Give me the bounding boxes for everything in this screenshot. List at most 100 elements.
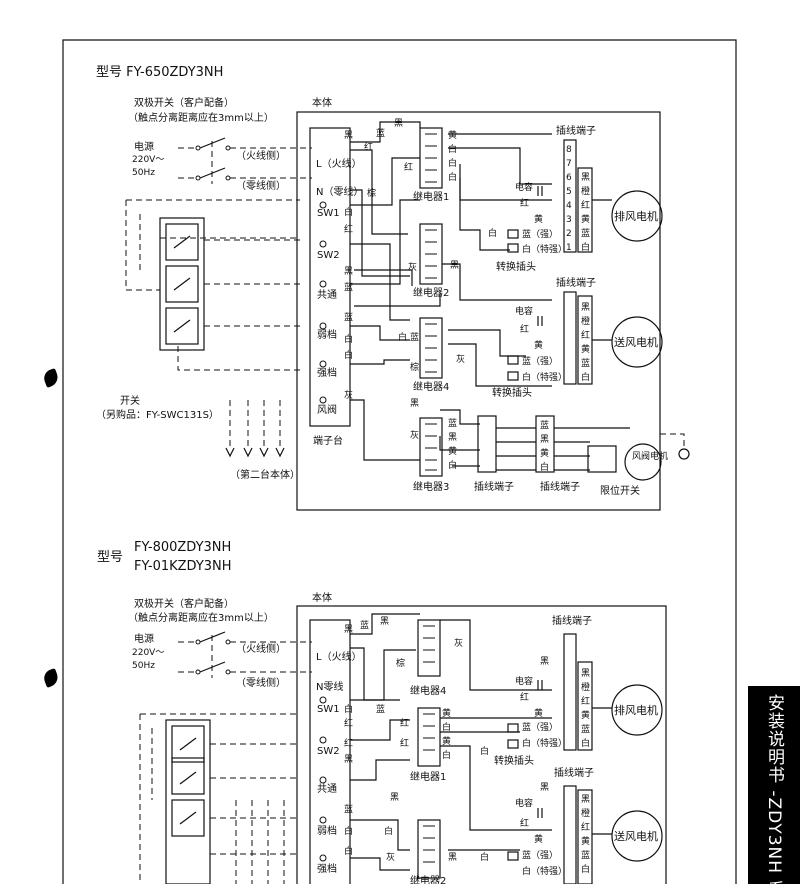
d2-supply-motor-section: 插线端子 黑 橙 红 黄 蓝 白 送风电机 电容 黑 红 黄 蓝（强） 白（特强… — [507, 766, 663, 885]
d2-terminal-n: N零线 — [316, 680, 343, 693]
d2-neutral-side: （零线侧） — [236, 676, 286, 689]
d1-em-yellow: 黄 — [581, 213, 590, 225]
d1-exhaust-motor-circle — [611, 190, 663, 242]
d1-changeover-plug-2: 转换插头 — [492, 386, 532, 399]
d2-terminal-block: L（火线） N零线 SW1 SW2 共通 弱档 强档 — [309, 619, 362, 887]
d2-extra-strong-2: 白（特强） — [522, 865, 567, 877]
d2-wire-gray-2: 灰 — [386, 851, 395, 863]
d1-terminal-sw1: SW1 — [317, 208, 340, 219]
d1-sm-yellow: 黄 — [581, 343, 590, 355]
d1-plug-white: 白 — [488, 227, 497, 239]
d1-double-pole-switch-symbol — [178, 137, 312, 184]
d2-wire-blue-2: 蓝 — [344, 803, 353, 815]
d2-terminal-common: 共通 — [317, 783, 337, 795]
d1-supply-motor-circle — [611, 316, 663, 368]
d2-relay-1-label: 继电器1 — [410, 770, 446, 783]
d1-wire-black-4: 黑 — [450, 260, 459, 271]
d2-contact-gap: （触点分离距离应在3mm以上） — [128, 611, 274, 624]
d1-voltage: 220V～ — [132, 155, 164, 165]
d1-terminal-strong: 强档 — [317, 366, 337, 379]
d1-connector-label-4: 插线端子 — [540, 480, 580, 493]
d1-switch-label: 开关 — [120, 394, 140, 407]
d1-pin-2: 2 — [566, 229, 572, 239]
d2-terminal-weak: 弱档 — [317, 824, 337, 837]
d1-sm-blue: 蓝 — [581, 357, 590, 369]
d1-damper-section: 插线端子 插线端子 蓝 黑 黄 白 限位开关 风阀电机 — [474, 415, 690, 497]
d1-wire-yellow-2: 黄 — [448, 445, 457, 457]
d2-power: 电源 — [134, 632, 154, 645]
d1-live-side: （火线侧） — [236, 149, 286, 162]
d1-body-label: 本体 — [312, 96, 332, 109]
d2-strong-2: 蓝（强） — [522, 849, 558, 861]
d1-terminal-damper: 风阀 — [317, 403, 337, 416]
d1-model-label: 型号 FY-650ZDY3NH — [96, 65, 223, 80]
d2-relay-2-label: 继电器2 — [410, 874, 446, 884]
d1-relay-1-label: 继电器1 — [413, 190, 449, 203]
d2-supply-motor-label: 送风电机 — [614, 829, 658, 843]
d2-model-1: FY-800ZDY3NH — [134, 540, 231, 555]
d2-cap-yellow: 黄 — [534, 707, 543, 719]
d1-wire-red-2: 红 — [404, 161, 413, 173]
d1-sm-orange: 橙 — [581, 315, 590, 327]
d1-cap-yellow: 黄 — [534, 213, 543, 225]
d1-limit-switch: 限位开关 — [600, 484, 640, 497]
d1-sm-black: 黑 — [581, 302, 590, 313]
d2-model-2: FY-01KZDY3NH — [134, 559, 232, 574]
d1-wire-white-8: 白 — [448, 459, 457, 471]
d2-em-blue: 蓝 — [581, 723, 590, 735]
d1-body-outline — [296, 111, 661, 511]
d1-em-orange: 橙 — [581, 185, 590, 197]
d1-extra-strong-2: 白（特强） — [522, 371, 567, 383]
d1-wire-gray: 灰 — [344, 389, 353, 401]
d1-wire-blue-1: 蓝 — [376, 127, 385, 139]
d1-em-white: 白 — [581, 241, 590, 253]
d1-capacitor-1: 电容 — [515, 181, 533, 193]
d1-cap-red: 红 — [520, 197, 529, 209]
d1-switch-model: （另购品：FY-SWC131S） — [96, 408, 219, 421]
d1-supply-motor-label: 送风电机 — [614, 335, 658, 349]
d2-internal-wiring — [350, 613, 552, 871]
d1-wire-white-1: 白 — [344, 206, 353, 218]
d1-contact-gap: （触点分离距离应在3mm以上） — [128, 111, 274, 124]
d1-connector-label-1: 插线端子 — [556, 124, 596, 137]
d2-wire-white-5: 白 — [442, 721, 451, 733]
d2-strong-1: 蓝（强） — [522, 721, 558, 733]
d2-cap2-yellow: 黄 — [534, 833, 543, 845]
d1-pin-4: 4 — [566, 201, 572, 211]
d2-supply-motor-circle — [611, 810, 663, 862]
d2-capacitor-1: 电容 — [515, 675, 533, 687]
d1-wire-brown-2: 棕 — [410, 361, 419, 373]
d2-wire-red-4: 红 — [400, 737, 409, 749]
d2-sm-white: 白 — [581, 863, 590, 875]
d1-cap2-red: 红 — [520, 323, 529, 335]
d1-relay-2-label: 继电器2 — [413, 286, 449, 299]
d1-second-unit: （第二台本体） — [230, 468, 300, 481]
side-tab: 安装说明书 -ZDY3NH 系列 — [748, 686, 800, 884]
d2-cap2-black: 黑 — [540, 782, 549, 793]
d2-body-label: 本体 — [312, 591, 332, 604]
d1-extra-strong-1: 白（特强） — [522, 243, 567, 255]
d1-connector-label-2: 插线端子 — [556, 276, 596, 289]
d2-wire-black-1: 黑 — [344, 624, 353, 635]
d1-pin-6: 6 — [566, 173, 572, 183]
d1-exhaust-motor-section: 插线端子 8 7 6 5 4 3 2 1 黑 橙 红 黄 蓝 白 排风电机 电容… — [488, 124, 663, 273]
d2-relay-4: 继电器4 — [410, 619, 446, 697]
d2-terminal-sw1: SW1 — [317, 704, 340, 715]
d2-sm-yellow: 黄 — [581, 835, 590, 847]
d1-wire-blue-2: 蓝 — [344, 281, 353, 293]
side-tab-text: 安装说明书 -ZDY3NH 系列 — [764, 694, 784, 884]
d1-dm-white: 白 — [540, 461, 549, 473]
d2-wire-color-labels: 黑 蓝 黑 灰 棕 白 红 红 黑 蓝 白 白 蓝 红 红 黑 白 灰 黄 白 … — [344, 616, 489, 863]
d2-wire-white-2: 白 — [344, 825, 353, 837]
d1-wire-brown: 棕 — [367, 187, 376, 199]
d2-terminal-strong: 强档 — [317, 862, 337, 875]
d1-terminal-n: N（零线） — [316, 185, 363, 198]
d1-exhaust-motor-label: 排风电机 — [614, 209, 658, 223]
d1-em-blue: 蓝 — [581, 227, 590, 239]
d2-terminal-sw2: SW2 — [317, 746, 340, 757]
d1-ground-icon — [678, 448, 690, 460]
d2-cap-black: 黑 — [540, 656, 549, 667]
d1-pin-3: 3 — [566, 215, 572, 225]
d1-neutral-side: （零线侧） — [236, 179, 286, 192]
